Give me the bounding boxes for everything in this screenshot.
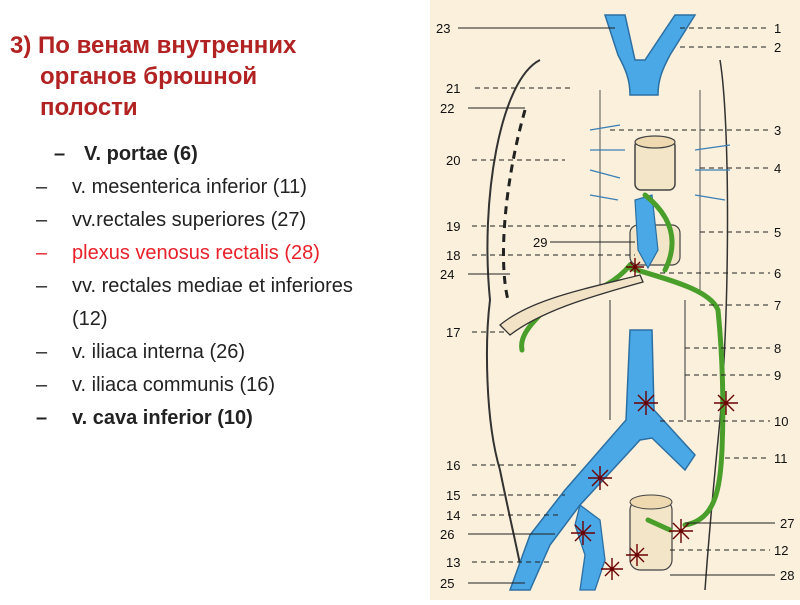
list-item-text: V. portae (6): [84, 143, 198, 165]
diagram-label-6: 6: [774, 266, 781, 281]
star-marker: [714, 391, 738, 415]
vein-list: – V. portae (6) – v. mesenterica inferio…: [36, 138, 446, 435]
diagram-label-8: 8: [774, 341, 781, 356]
star-marker: [669, 519, 693, 543]
diagram-label-15: 15: [446, 488, 460, 503]
list-item: – v. cava inferior (10): [36, 402, 446, 435]
diagram-label-27: 27: [780, 516, 794, 531]
diagram-label-24: 24: [440, 267, 454, 282]
list-dash: –: [36, 209, 48, 231]
dashed-vessel: [501, 109, 527, 301]
leader-lines: [458, 27, 775, 584]
portocaval-anastomosis-diagram: 23 21 22 20 19 18 24 17 16 15 14 26 13 2…: [430, 0, 800, 600]
diagram-label-3: 3: [774, 123, 781, 138]
list-item-text: vv. rectales mediae et inferiores: [72, 275, 353, 297]
diagram-label-23: 23: [436, 21, 450, 36]
star-marker: [601, 558, 623, 580]
diagram-label-25: 25: [440, 576, 454, 591]
diagram-label-20: 20: [446, 153, 460, 168]
bowel-loops: [609, 300, 686, 420]
list-item: – V. portae (6): [36, 138, 446, 171]
diagram-label-1: 1: [774, 21, 781, 36]
list-item: – v. iliaca communis (16): [36, 369, 446, 402]
star-marker: [634, 391, 658, 415]
anatomy-illustration: 23 21 22 20 19 18 24 17 16 15 14 26 13 2…: [436, 14, 794, 591]
diagram-label-19: 19: [446, 219, 460, 234]
esophagus-area: [599, 90, 701, 290]
diagram-label-12: 12: [774, 543, 788, 558]
star-marker: [626, 258, 644, 276]
slide-heading: 3) По венам внутренних органов брюшной п…: [10, 30, 420, 123]
list-item-continuation: (12): [72, 308, 108, 330]
superior-vena-cava: [603, 14, 697, 96]
list-item: – v. iliaca interna (26): [36, 336, 446, 369]
diagram-label-18: 18: [446, 248, 460, 263]
star-marker: [571, 521, 595, 545]
diagram-label-22: 22: [440, 101, 454, 116]
diagram-label-4: 4: [774, 161, 781, 176]
list-item-text: v. cava inferior (10): [72, 407, 253, 429]
heading-line-1: По венам внутренних: [38, 32, 297, 59]
heading-line-2: органов брюшной: [40, 63, 258, 90]
rectum: [629, 499, 673, 571]
list-item-text: plexus venosus rectalis (28): [72, 242, 320, 264]
abdominal-outline: [486, 59, 541, 591]
internal-iliac-vein: [574, 503, 606, 591]
list-item-text: vv.rectales superiores (27): [72, 209, 307, 231]
diagram-label-5: 5: [774, 225, 781, 240]
diagram-label-29: 29: [533, 235, 547, 250]
star-marker: [626, 544, 648, 566]
list-dash: –: [36, 407, 48, 429]
text-panel: 3) По венам внутренних органов брюшной п…: [10, 30, 420, 429]
diagram-label-26: 26: [440, 527, 454, 542]
diagram-label-14: 14: [446, 508, 460, 523]
list-item-text: v. iliaca communis (16): [72, 374, 276, 396]
diagram-label-16: 16: [446, 458, 460, 473]
diagram-label-7: 7: [774, 298, 781, 313]
diagram-label-21: 21: [446, 81, 460, 96]
rib-fragment: [499, 274, 644, 336]
diagram-label-28: 28: [780, 568, 794, 583]
diagram-label-11: 11: [774, 451, 788, 466]
list-item: – vv.rectales superiores (27): [36, 204, 446, 237]
anastomosis-path: [519, 192, 726, 533]
list-item: – vv. rectales mediae et inferiores (12): [36, 270, 446, 336]
list-item-text: v. mesenterica inferior (11): [72, 176, 307, 198]
star-marker: [588, 466, 612, 490]
list-item: – v. mesenterica inferior (11): [36, 171, 446, 204]
diagram-label-17: 17: [446, 325, 460, 340]
list-item: – plexus venosus rectalis (28): [36, 237, 446, 270]
list-dash: –: [36, 242, 48, 264]
diagram-label-9: 9: [774, 368, 781, 383]
list-dash: –: [36, 374, 48, 396]
list-dash: –: [54, 143, 66, 165]
list-dash: –: [36, 341, 48, 363]
diagram-label-10: 10: [774, 414, 788, 429]
anastomosis-markers: [571, 258, 738, 580]
list-dash: –: [36, 176, 48, 198]
diagram-label-13: 13: [446, 555, 460, 570]
list-item-text: v. iliaca interna (26): [72, 341, 246, 363]
heading-number: 3): [10, 32, 32, 59]
lateral-veins: [589, 124, 731, 201]
list-dash: –: [36, 275, 48, 297]
heading-line-3: полости: [40, 94, 138, 121]
diagram-label-2: 2: [774, 40, 781, 55]
